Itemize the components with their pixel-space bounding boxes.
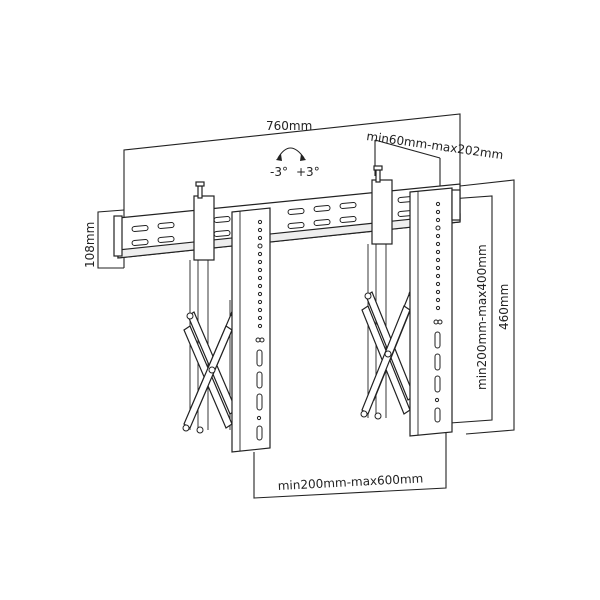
rail-height-label: 108mm — [83, 222, 97, 268]
tilt-arrow-icon — [276, 147, 306, 161]
bracket-holes-right — [433, 201, 443, 423]
horizontal-spacing-label: min200mm-max600mm — [277, 471, 423, 493]
left-pop-out-arm — [182, 181, 271, 453]
vertical-spacing-label: min200mm-max400mm — [475, 244, 489, 390]
tilt-negative-label: -3° — [270, 165, 288, 179]
wall-rail — [113, 183, 461, 259]
bracket-holes-left — [255, 219, 265, 441]
rail-width-label: 760mm — [266, 119, 312, 133]
rail-slots — [131, 196, 415, 246]
depth-label: min60mm-max202mm — [366, 129, 505, 162]
bracket-height-label: 460mm — [497, 284, 511, 330]
dimension-760-frame — [97, 113, 515, 499]
right-pop-out-arm — [360, 165, 461, 437]
tilt-positive-label: +3° — [296, 165, 320, 179]
